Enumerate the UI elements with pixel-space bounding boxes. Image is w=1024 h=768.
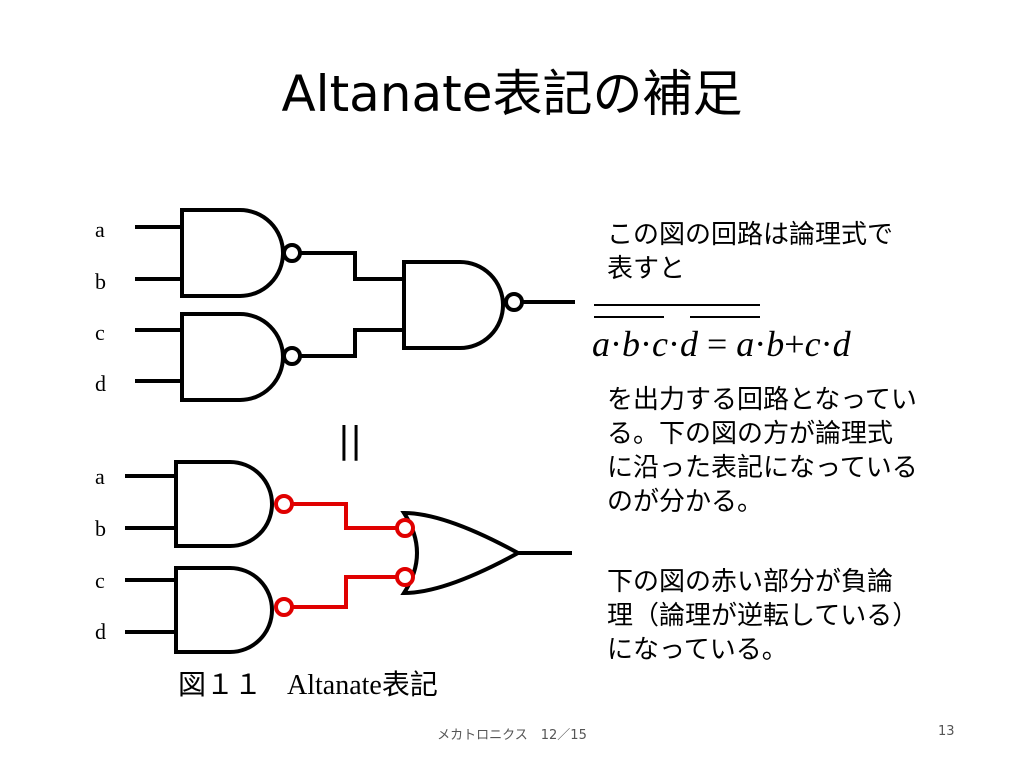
neg-wire-2 [292,575,397,609]
top-nand-bubble-out [504,292,524,312]
formula-lhs-c: c [652,324,668,364]
top-nand-bubble-2 [282,346,302,366]
bottom-and-gate-2 [174,566,274,654]
equivalence-mark: || [338,420,362,461]
neg-bubble-and-2 [274,597,294,617]
top-input-label-d: d [95,371,106,396]
formula-lhs-dot-2: · [640,324,652,364]
explanation-text-1: この図の回路は論理式で 表すと [607,220,894,284]
top-nand-bubble-1 [282,243,302,263]
top-nand-gate-out [402,260,505,350]
bottom-or-gate [400,510,523,596]
overline-total [594,304,760,306]
top-input-label-a: a [95,217,105,242]
formula-rhs-dot-1: · [754,324,767,364]
overline-ab [594,316,664,318]
formula-rhs-b: b [766,324,785,364]
footer-text: メカトロニクス 12／15 [437,728,587,743]
page-number: 13 [938,724,955,739]
bottom-input-label-d: d [95,619,106,644]
formula-rhs-a: a [736,324,755,364]
formula-lhs-d: d [679,324,698,364]
formula-lhs-dot-1: · [610,324,622,364]
top-input-label-b: b [95,269,106,294]
top-wire-mid-2 [300,328,404,358]
formula-rhs-dot-2: · [820,324,833,364]
top-input-label-c: c [95,320,105,345]
formula-rhs-plus: + [784,324,805,364]
negative-logic-part [274,494,415,617]
logic-formula: a·b·c·d = a·b+c·d [592,304,1002,370]
bottom-input-label-a: a [95,464,105,489]
top-circuit: a b c d [95,208,575,402]
explanation-text-2: を出力する回路となってい る。下の図の方が論理式 に沿った表記になっている のが… [607,385,918,517]
slide-title: Altanate表記の補足 [281,65,743,123]
bottom-input-label-c: c [95,568,105,593]
formula-lhs-dot-3: · [667,324,680,364]
figure-caption-label: Altanate表記 [287,670,438,701]
top-nand-gate-1 [180,208,285,298]
formula-equals: = [706,324,728,364]
neg-bubble-or-in-1 [395,518,415,538]
bottom-and-gate-1 [174,460,274,548]
top-nand-gate-2 [180,312,285,402]
neg-wire-1 [292,502,397,530]
bottom-circuit: a b c d [95,460,572,654]
formula-lhs-a: a [592,324,610,364]
formula-rhs-c: c [804,324,821,364]
figure-caption-number: 図１１ [178,668,263,701]
top-wire-mid-1 [300,251,404,281]
neg-bubble-or-in-2 [395,567,415,587]
bottom-input-label-b: b [95,516,106,541]
explanation-text-3: 下の図の赤い部分が負論 理（論理が逆転している） になっている。 [607,567,919,665]
figure-caption: 図１１ Altanate表記 [178,665,438,706]
neg-bubble-and-1 [274,494,294,514]
formula-rhs-d: d [832,324,851,364]
formula-lhs-b: b [622,324,640,364]
overline-cd [690,316,760,318]
